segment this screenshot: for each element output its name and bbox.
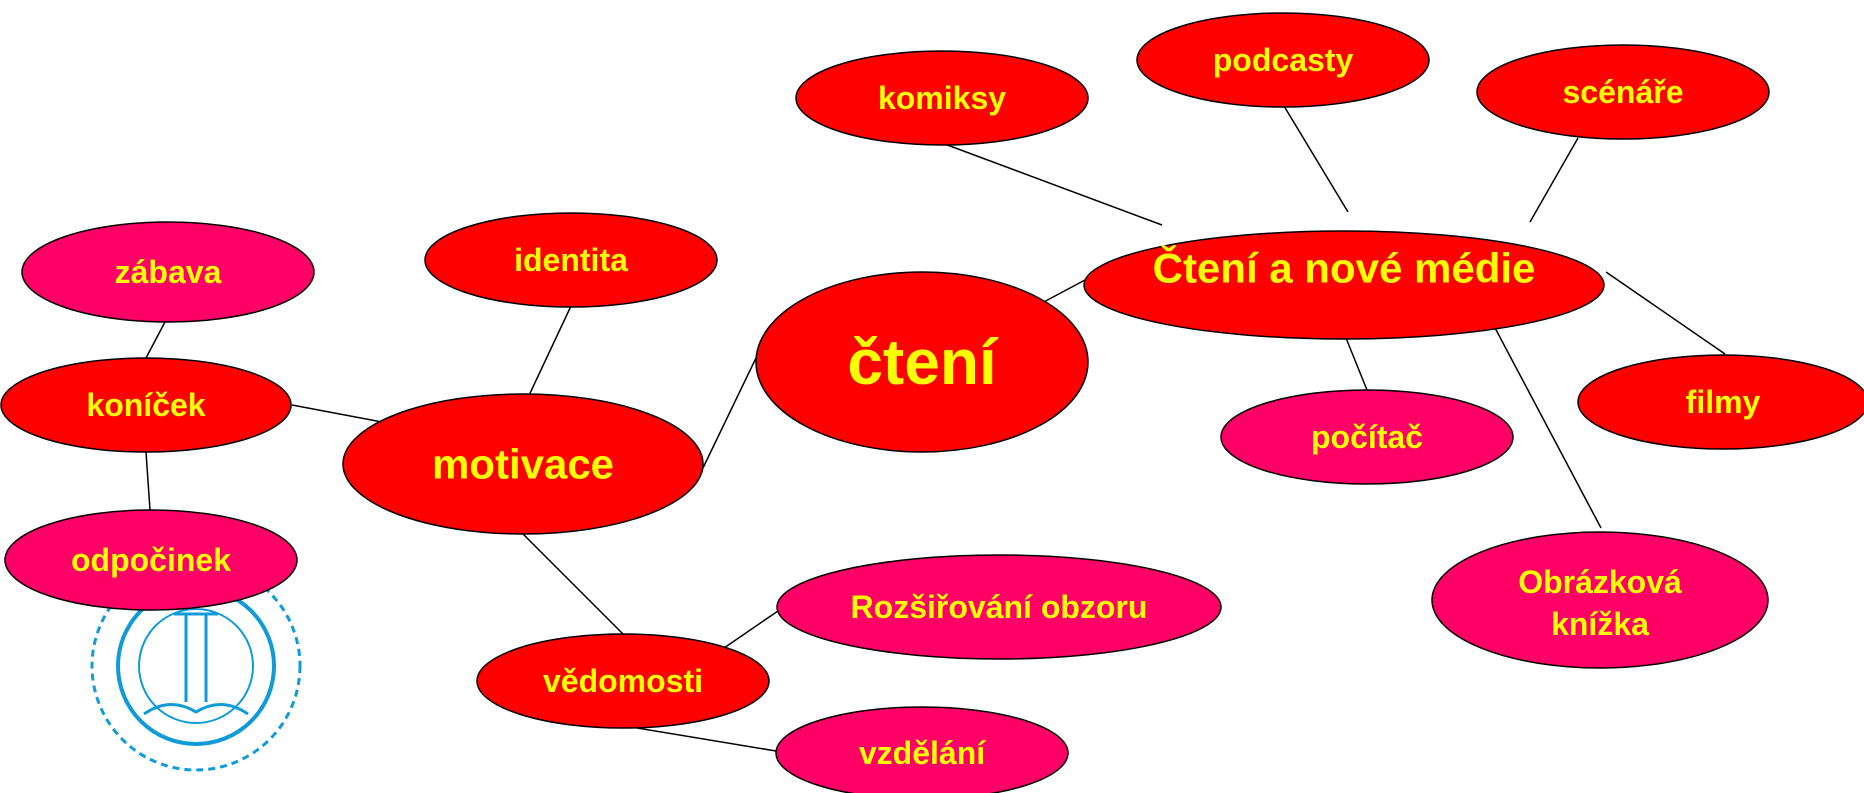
edge-motivace-cteni — [701, 357, 757, 471]
node-identita-label: identita — [514, 242, 628, 278]
edge-media-pocitac — [1345, 337, 1368, 391]
seal-outer-ring — [90, 560, 302, 772]
node-identita: identita — [424, 212, 718, 308]
seal-column-icon — [174, 612, 218, 702]
node-konicek: koníček — [0, 357, 292, 453]
node-konicek-label: koníček — [86, 387, 205, 423]
node-zabava: zábava — [21, 221, 315, 323]
node-media-label: Čtení a nové médie — [1153, 244, 1536, 292]
seal-middle-ring — [116, 586, 276, 746]
seal-book-icon — [143, 703, 249, 716]
node-vzdelani-label: vzdělání — [859, 735, 986, 771]
node-obrazkova: Obrázková knížka — [1431, 531, 1769, 669]
node-media: Čtení a nové médie — [1083, 230, 1605, 340]
node-obzor: Rozšiřování obzoru — [776, 554, 1222, 660]
node-podcasty-label: podcasty — [1213, 42, 1354, 78]
edge-podcasty-media — [1283, 105, 1349, 213]
edge-scenare-media — [1529, 137, 1579, 223]
node-podcasty: podcasty — [1136, 12, 1430, 108]
node-zabava-label: zábava — [115, 254, 222, 290]
connectors — [145, 105, 1726, 753]
node-pocitac: počítač — [1220, 389, 1514, 485]
node-obrazkova-label-line1: Obrázková — [1518, 564, 1682, 600]
edge-vedomosti-obzor — [723, 610, 779, 649]
node-obrazkova-label-line2: knížka — [1551, 606, 1649, 642]
node-komiksy: komiksy — [795, 50, 1089, 146]
edge-vedomosti-vzdelani — [624, 725, 783, 753]
edge-komiksy-media — [941, 142, 1163, 226]
node-motivace: motivace — [342, 393, 704, 535]
node-motivace-label: motivace — [432, 441, 614, 488]
node-pocitac-label: počítač — [1311, 419, 1423, 455]
node-vedomosti-label: vědomosti — [543, 663, 703, 699]
edge-motivace-vedomosti — [522, 533, 624, 635]
node-filmy-label: filmy — [1686, 384, 1761, 420]
edge-zabava-konicek — [145, 321, 166, 359]
node-vzdelani: vzdělání — [775, 706, 1069, 793]
node-odpocinek: odpočinek — [4, 509, 298, 611]
node-komiksy-label: komiksy — [878, 80, 1006, 116]
edge-cteni-media — [1039, 279, 1086, 305]
node-scenare-label: scénáře — [1563, 74, 1684, 110]
node-odpocinek-label: odpočinek — [71, 542, 231, 578]
node-vedomosti: vědomosti — [476, 633, 770, 729]
node-filmy: filmy — [1577, 354, 1864, 450]
edge-media-obrazkova — [1493, 325, 1602, 529]
seal-inner-ring — [138, 608, 254, 724]
edge-konicek-odpocinek — [145, 451, 151, 511]
node-cteni: čtení — [755, 271, 1089, 453]
node-scenare: scénáře — [1476, 44, 1770, 140]
edge-media-filmy — [1605, 271, 1726, 355]
node-cteni-label: čtení — [847, 326, 999, 398]
node-obzor-label: Rozšiřování obzoru — [851, 589, 1148, 625]
edge-identita-motivace — [523, 305, 572, 407]
